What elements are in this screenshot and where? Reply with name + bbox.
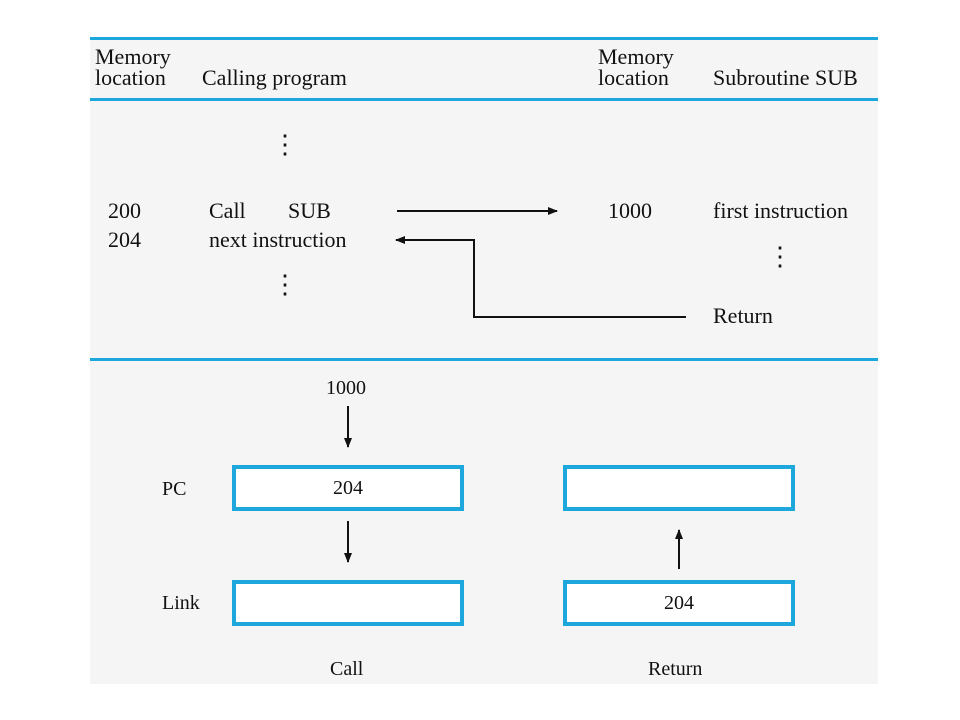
link-label: Link (162, 592, 200, 614)
table-panel (90, 38, 878, 360)
link-register-return-value: 204 (664, 592, 694, 614)
left-header-memory: Memory (95, 44, 171, 69)
return-path-arrow (395, 236, 686, 318)
sub-return: Return (713, 303, 773, 328)
header-rule (90, 98, 878, 101)
right-header-subroutine: Subroutine SUB (713, 65, 858, 90)
pc-register-call: 204 (232, 465, 464, 511)
ellipsis-bottom: ⋮ (272, 270, 298, 299)
caller-instruction-1: Call (209, 198, 246, 223)
link-register-call (232, 580, 464, 626)
right-header-location: location (598, 65, 669, 90)
incoming-address: 1000 (326, 377, 366, 399)
sub-instruction-1: first instruction (713, 198, 849, 223)
call-caption: Call (330, 658, 364, 680)
caller-address-2: 204 (108, 227, 141, 252)
register-panel (90, 361, 878, 684)
caller-address-1: 200 (108, 198, 141, 223)
section-divider (90, 358, 878, 361)
left-header-program: Calling program (202, 65, 347, 90)
caller-operand-1: SUB (288, 198, 331, 223)
top-rule (90, 37, 878, 40)
caller-instruction-2: next instruction (209, 227, 347, 252)
pc-register-return (563, 465, 795, 511)
return-caption: Return (648, 658, 703, 680)
sub-address-1: 1000 (608, 198, 652, 223)
link-register-return: 204 (563, 580, 795, 626)
ellipsis-top: ⋮ (272, 130, 298, 159)
left-header-location: location (95, 65, 166, 90)
right-header-memory: Memory (598, 44, 674, 69)
pc-label: PC (162, 478, 187, 500)
ellipsis-sub: ⋮ (767, 242, 793, 271)
pc-register-call-value: 204 (333, 477, 363, 499)
